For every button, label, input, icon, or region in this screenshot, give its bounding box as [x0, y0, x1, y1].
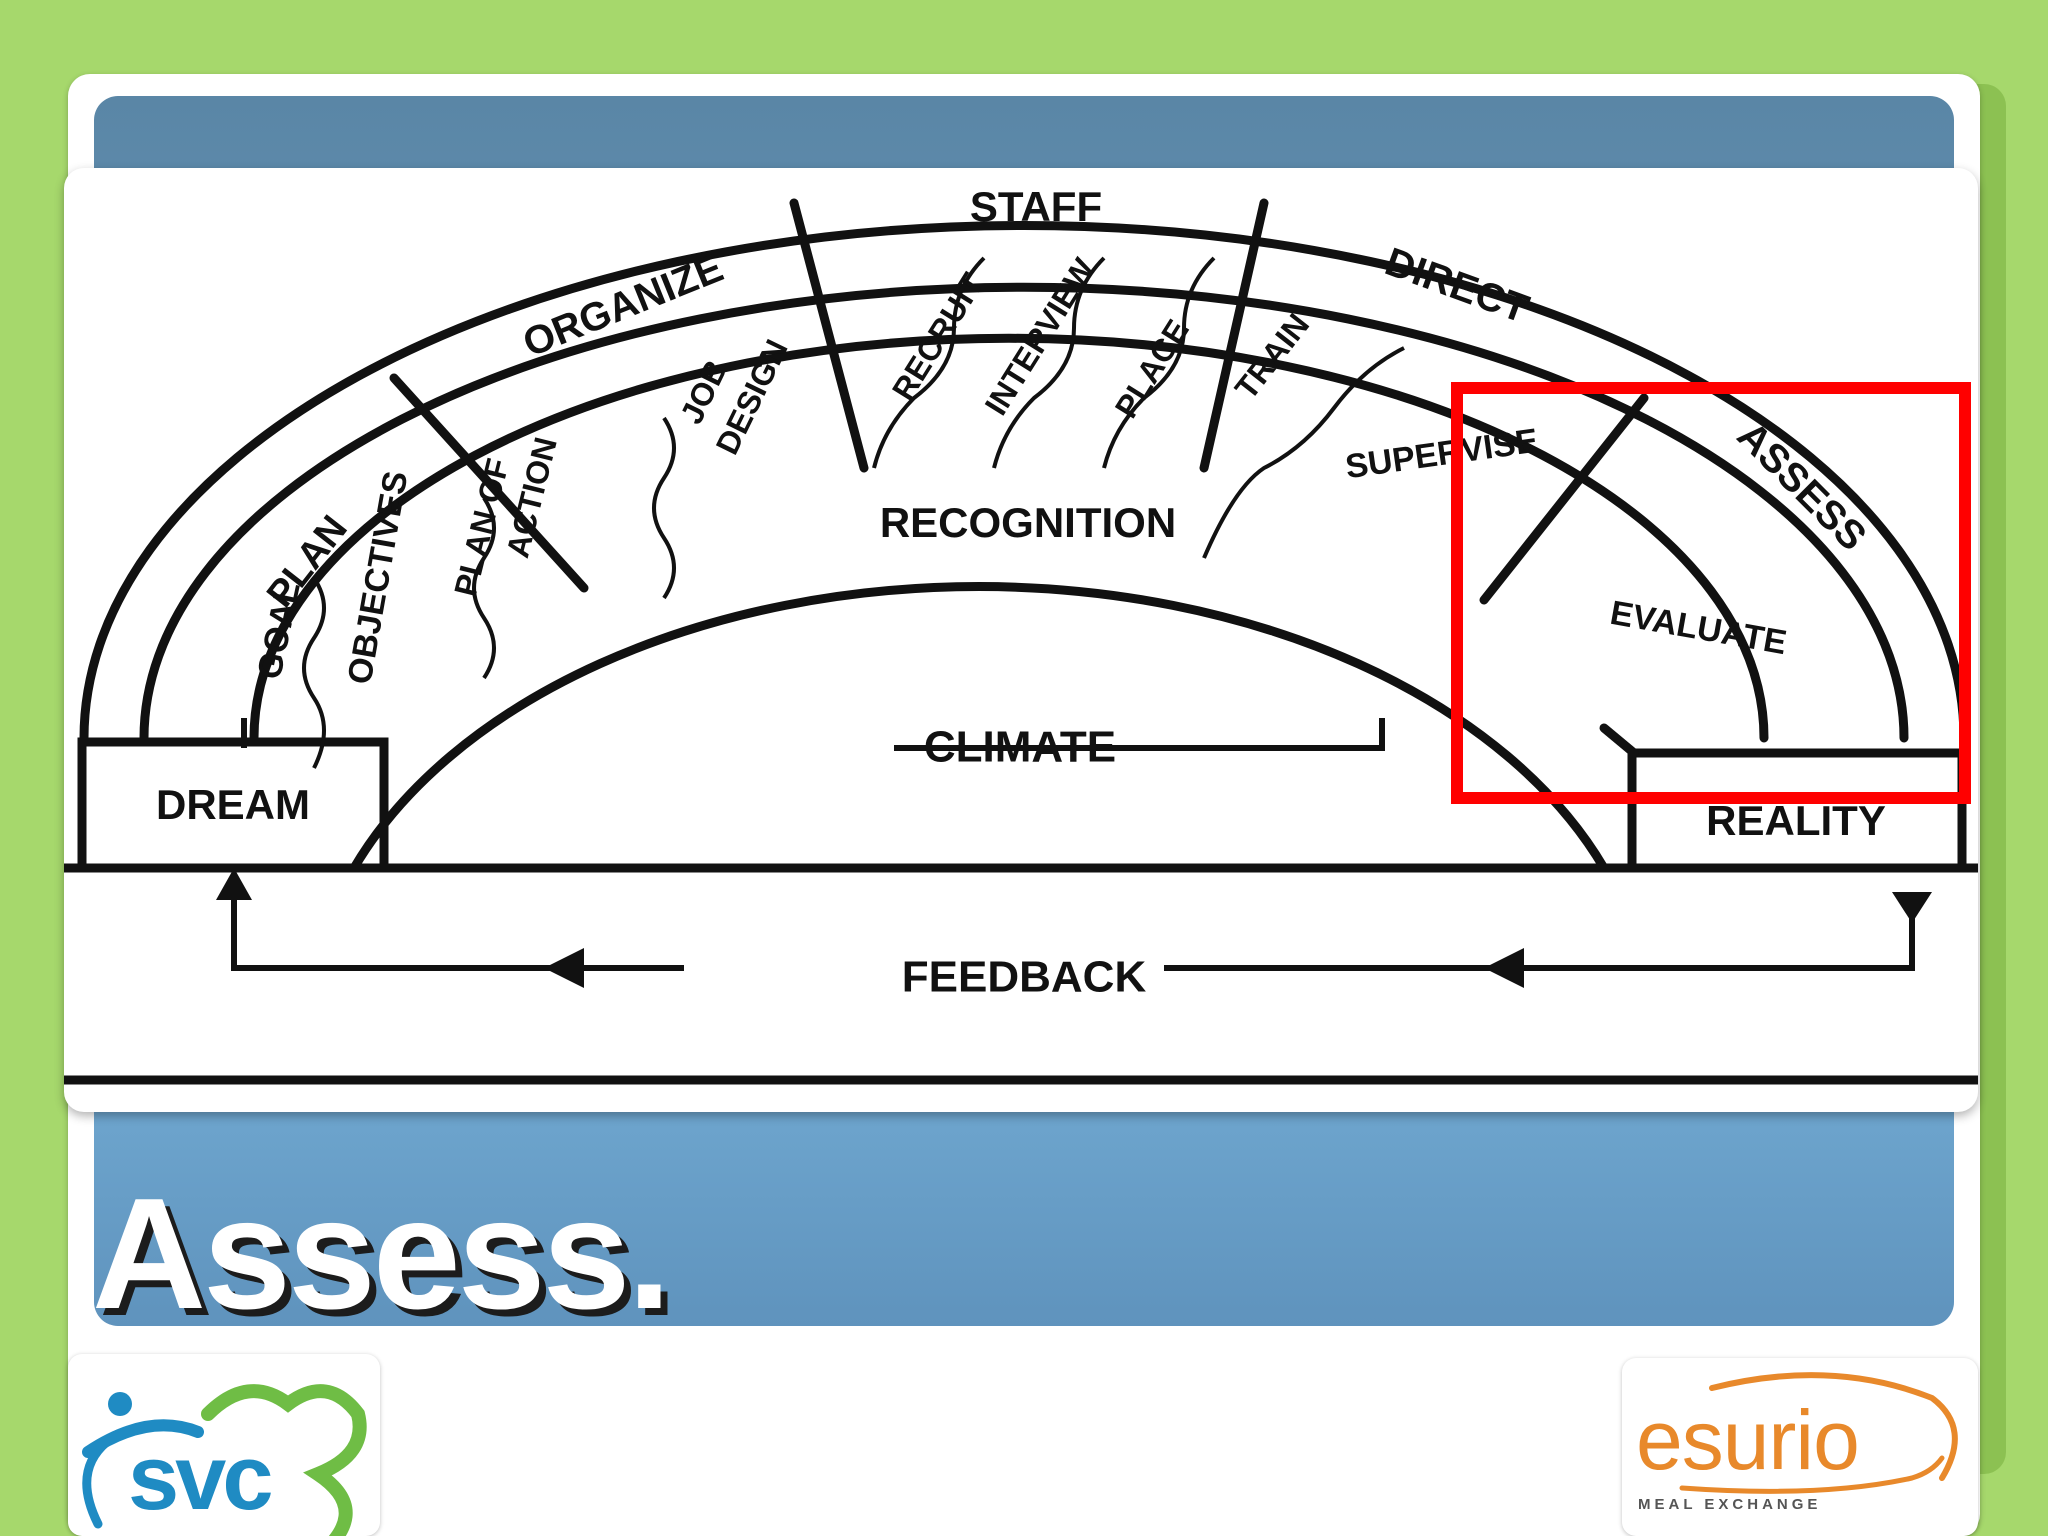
assess-highlight-box: [1451, 382, 1971, 804]
label-direct: DIRECT: [1379, 240, 1534, 332]
band-arc-1: [139, 282, 1909, 743]
band-arc-2: [249, 333, 1769, 743]
label-evaluate: EVALUATE: [1607, 594, 1789, 662]
dream-box: [77, 737, 389, 873]
divider-organize-staff: [789, 198, 869, 473]
label-staff: STAFF: [970, 183, 1102, 230]
esurio-tagline: MEAL EXCHANGE: [1638, 1496, 1822, 1513]
label-supervise: SUPERVISE: [1343, 422, 1540, 487]
svc-logo-icon: [82, 1384, 367, 1536]
label-objectives: OBJECTIVES: [341, 468, 416, 687]
arrow-left-1: [544, 948, 584, 988]
feedback-left-segment: [231, 898, 684, 971]
reality-step: [1599, 723, 1639, 758]
arrow-left-2: [1484, 948, 1524, 988]
volunteer-management-cycle-diagram: PLAN ORGANIZE STAFF DIRECT ASSESS GOAL O…: [64, 168, 1978, 1112]
recognition-inner-arc: [349, 582, 1609, 873]
diagram-svg: PLAN ORGANIZE STAFF DIRECT ASSESS GOAL O…: [64, 183, 1978, 1085]
divider-plan-organize: [389, 373, 589, 593]
label-design: DESIGN: [709, 334, 795, 460]
label-place: PLACE: [1108, 313, 1196, 424]
label-organize: ORGANIZE: [517, 246, 729, 366]
label-recognition: RECOGNITION: [880, 499, 1176, 546]
label-climate: CLIMATE: [924, 723, 1116, 772]
reality-box: [1627, 748, 1967, 873]
label-dream: DREAM: [156, 781, 310, 828]
outer-arc: [79, 220, 1969, 743]
divider-staff-direct: [1199, 198, 1269, 473]
wavy-divider-5: [992, 256, 1106, 469]
label-feedback: FEEDBACK: [902, 953, 1147, 1002]
esurio-logo-icon: [1679, 1372, 1958, 1494]
esurio-logo-text: esurio: [1636, 1393, 1860, 1487]
wavy-divider-7: [1202, 346, 1405, 559]
wavy-divider-3: [652, 416, 676, 600]
feedback-return: [1164, 908, 1915, 971]
arrow-down-reality: [1892, 892, 1932, 923]
arrow-up-dream: [216, 868, 252, 900]
svc-logo-text: svc: [128, 1427, 273, 1529]
slide-title: Assess.: [92, 1166, 671, 1342]
wavy-divider-1: [302, 576, 326, 769]
label-reality: REALITY: [1706, 797, 1886, 844]
svc-logo: svc: [68, 1354, 380, 1536]
esurio-logo: esurio MEAL EXCHANGE: [1622, 1358, 1978, 1536]
wavy-divider-2: [472, 496, 496, 680]
divider-supervise-evaluate: [1479, 393, 1649, 605]
wavy-divider-6: [1102, 256, 1216, 469]
label-action: ACTION: [499, 434, 564, 562]
label-goal: GOAL: [250, 579, 308, 683]
feedback-loop: [894, 718, 1385, 751]
wavy-divider-4: [872, 256, 986, 469]
